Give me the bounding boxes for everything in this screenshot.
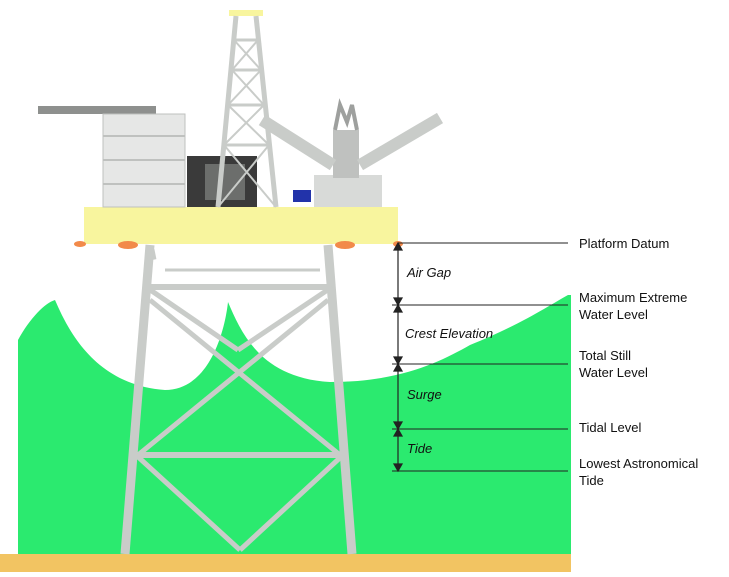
- lowest-astronomical-label-line1: Lowest Astronomical: [579, 456, 698, 471]
- water-body: [18, 295, 571, 554]
- maximum-extreme-label-line1: Maximum Extreme: [579, 290, 687, 305]
- jacket-structure: [120, 244, 357, 555]
- tide-label: Tide: [407, 441, 432, 456]
- tidal-level-label: Tidal Level: [579, 420, 641, 435]
- platform-deck: [84, 207, 398, 244]
- crane-module: [258, 98, 444, 207]
- level-lines: [392, 242, 568, 472]
- crest-elevation-label: Crest Elevation: [405, 326, 493, 341]
- dimension-arrows: [392, 241, 404, 473]
- surge-label: Surge: [407, 387, 442, 402]
- platform-datum-label: Platform Datum: [579, 236, 669, 251]
- total-still-label-line1: Total Still: [579, 348, 631, 363]
- accommodation-module: [38, 106, 186, 208]
- total-still-label-line2: Water Level: [579, 365, 648, 380]
- maximum-extreme-label-line2: Water Level: [579, 307, 648, 322]
- derrick-tower: [215, 10, 279, 208]
- drilling-module: [187, 156, 311, 207]
- lowest-astronomical-label-line2: Tide: [579, 473, 604, 488]
- seabed: [0, 554, 571, 572]
- air-gap-label: Air Gap: [406, 265, 451, 280]
